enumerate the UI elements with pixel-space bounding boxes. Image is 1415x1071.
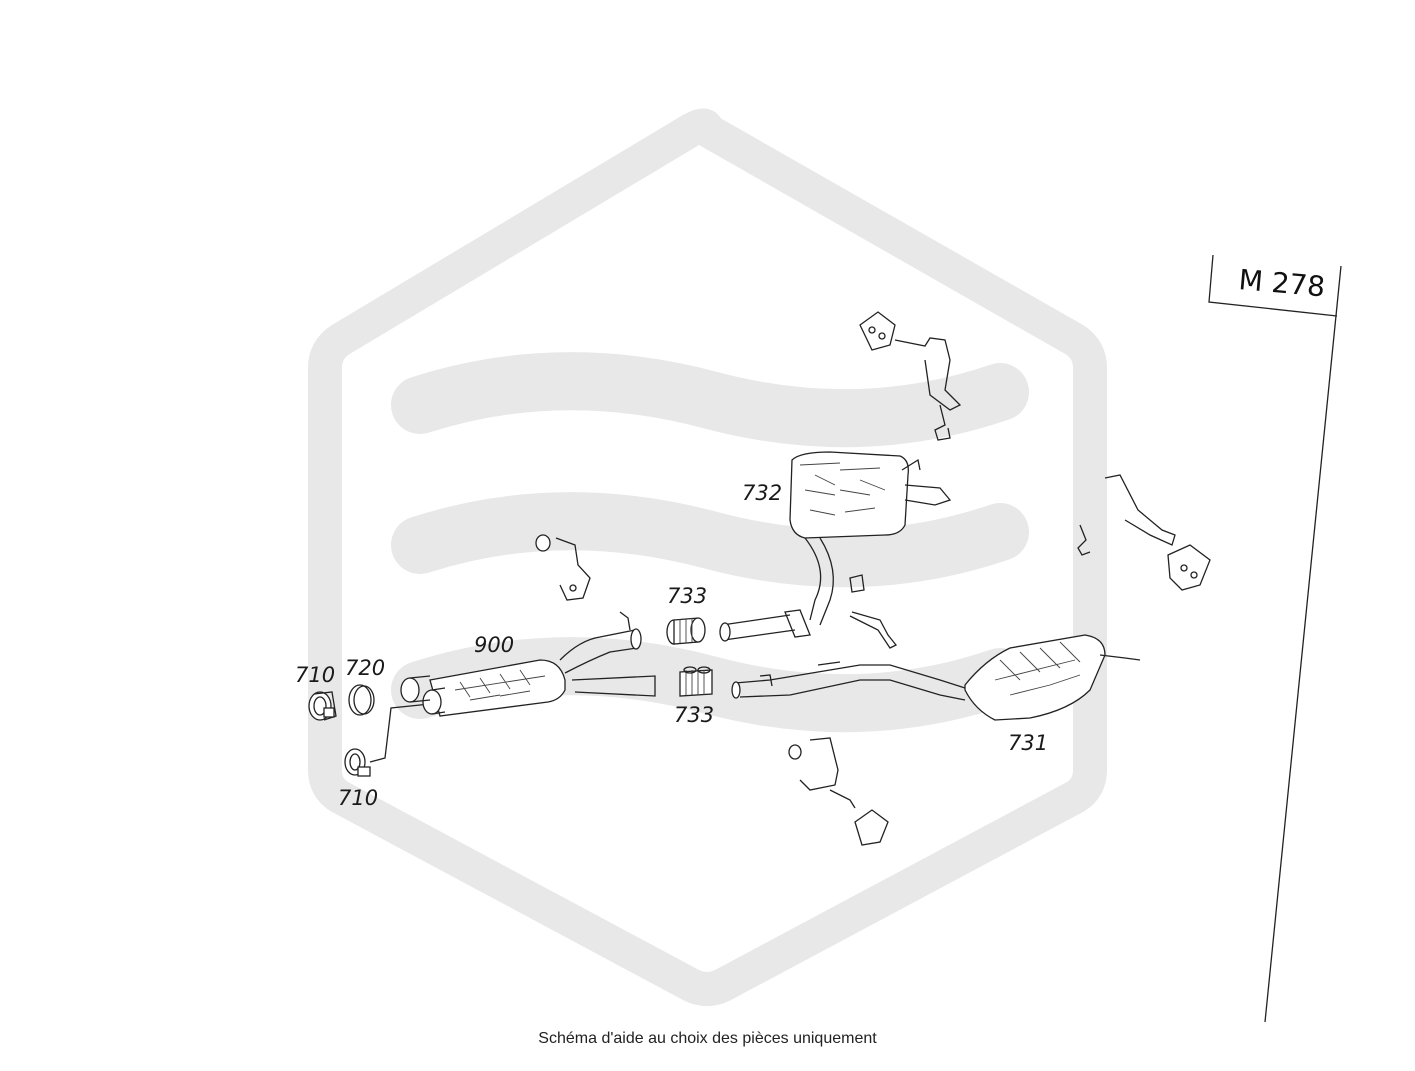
callout-720: 720 xyxy=(345,656,385,680)
bolt-and-strap[interactable] xyxy=(849,574,898,649)
rear-muffler-731[interactable] xyxy=(731,634,1141,721)
rear-muffler-732[interactable] xyxy=(719,451,952,642)
hanger-bracket-lower[interactable] xyxy=(788,737,889,846)
callout-732: 732 xyxy=(742,481,782,505)
callout-900: 900 xyxy=(474,633,514,657)
logo-watermark xyxy=(308,108,1107,1006)
hanger-bracket-upper[interactable] xyxy=(859,311,962,441)
clamp-710-bottom[interactable] xyxy=(344,703,431,777)
hanger-bracket-left[interactable] xyxy=(535,534,591,601)
clamp-710-left[interactable] xyxy=(308,691,337,721)
callout-710-bottom: 710 xyxy=(338,786,378,810)
engine-label-frame: M 278 xyxy=(1208,254,1342,1023)
callout-733-bottom: 733 xyxy=(674,703,714,727)
engine-label: M 278 xyxy=(1237,263,1326,303)
callout-731: 731 xyxy=(1008,731,1048,755)
callout-733-top: 733 xyxy=(667,584,707,608)
diagram-caption: Schéma d'aide au choix des pièces unique… xyxy=(538,1030,877,1047)
seal-ring-720[interactable] xyxy=(348,684,375,716)
hanger-bracket-right[interactable] xyxy=(1077,474,1211,591)
callout-710-left: 710 xyxy=(295,663,335,687)
clamp-sleeve-733-bottom[interactable] xyxy=(679,666,713,697)
front-pipe-catalyst-900[interactable] xyxy=(400,611,656,717)
clamp-sleeve-733-top[interactable] xyxy=(666,617,706,645)
